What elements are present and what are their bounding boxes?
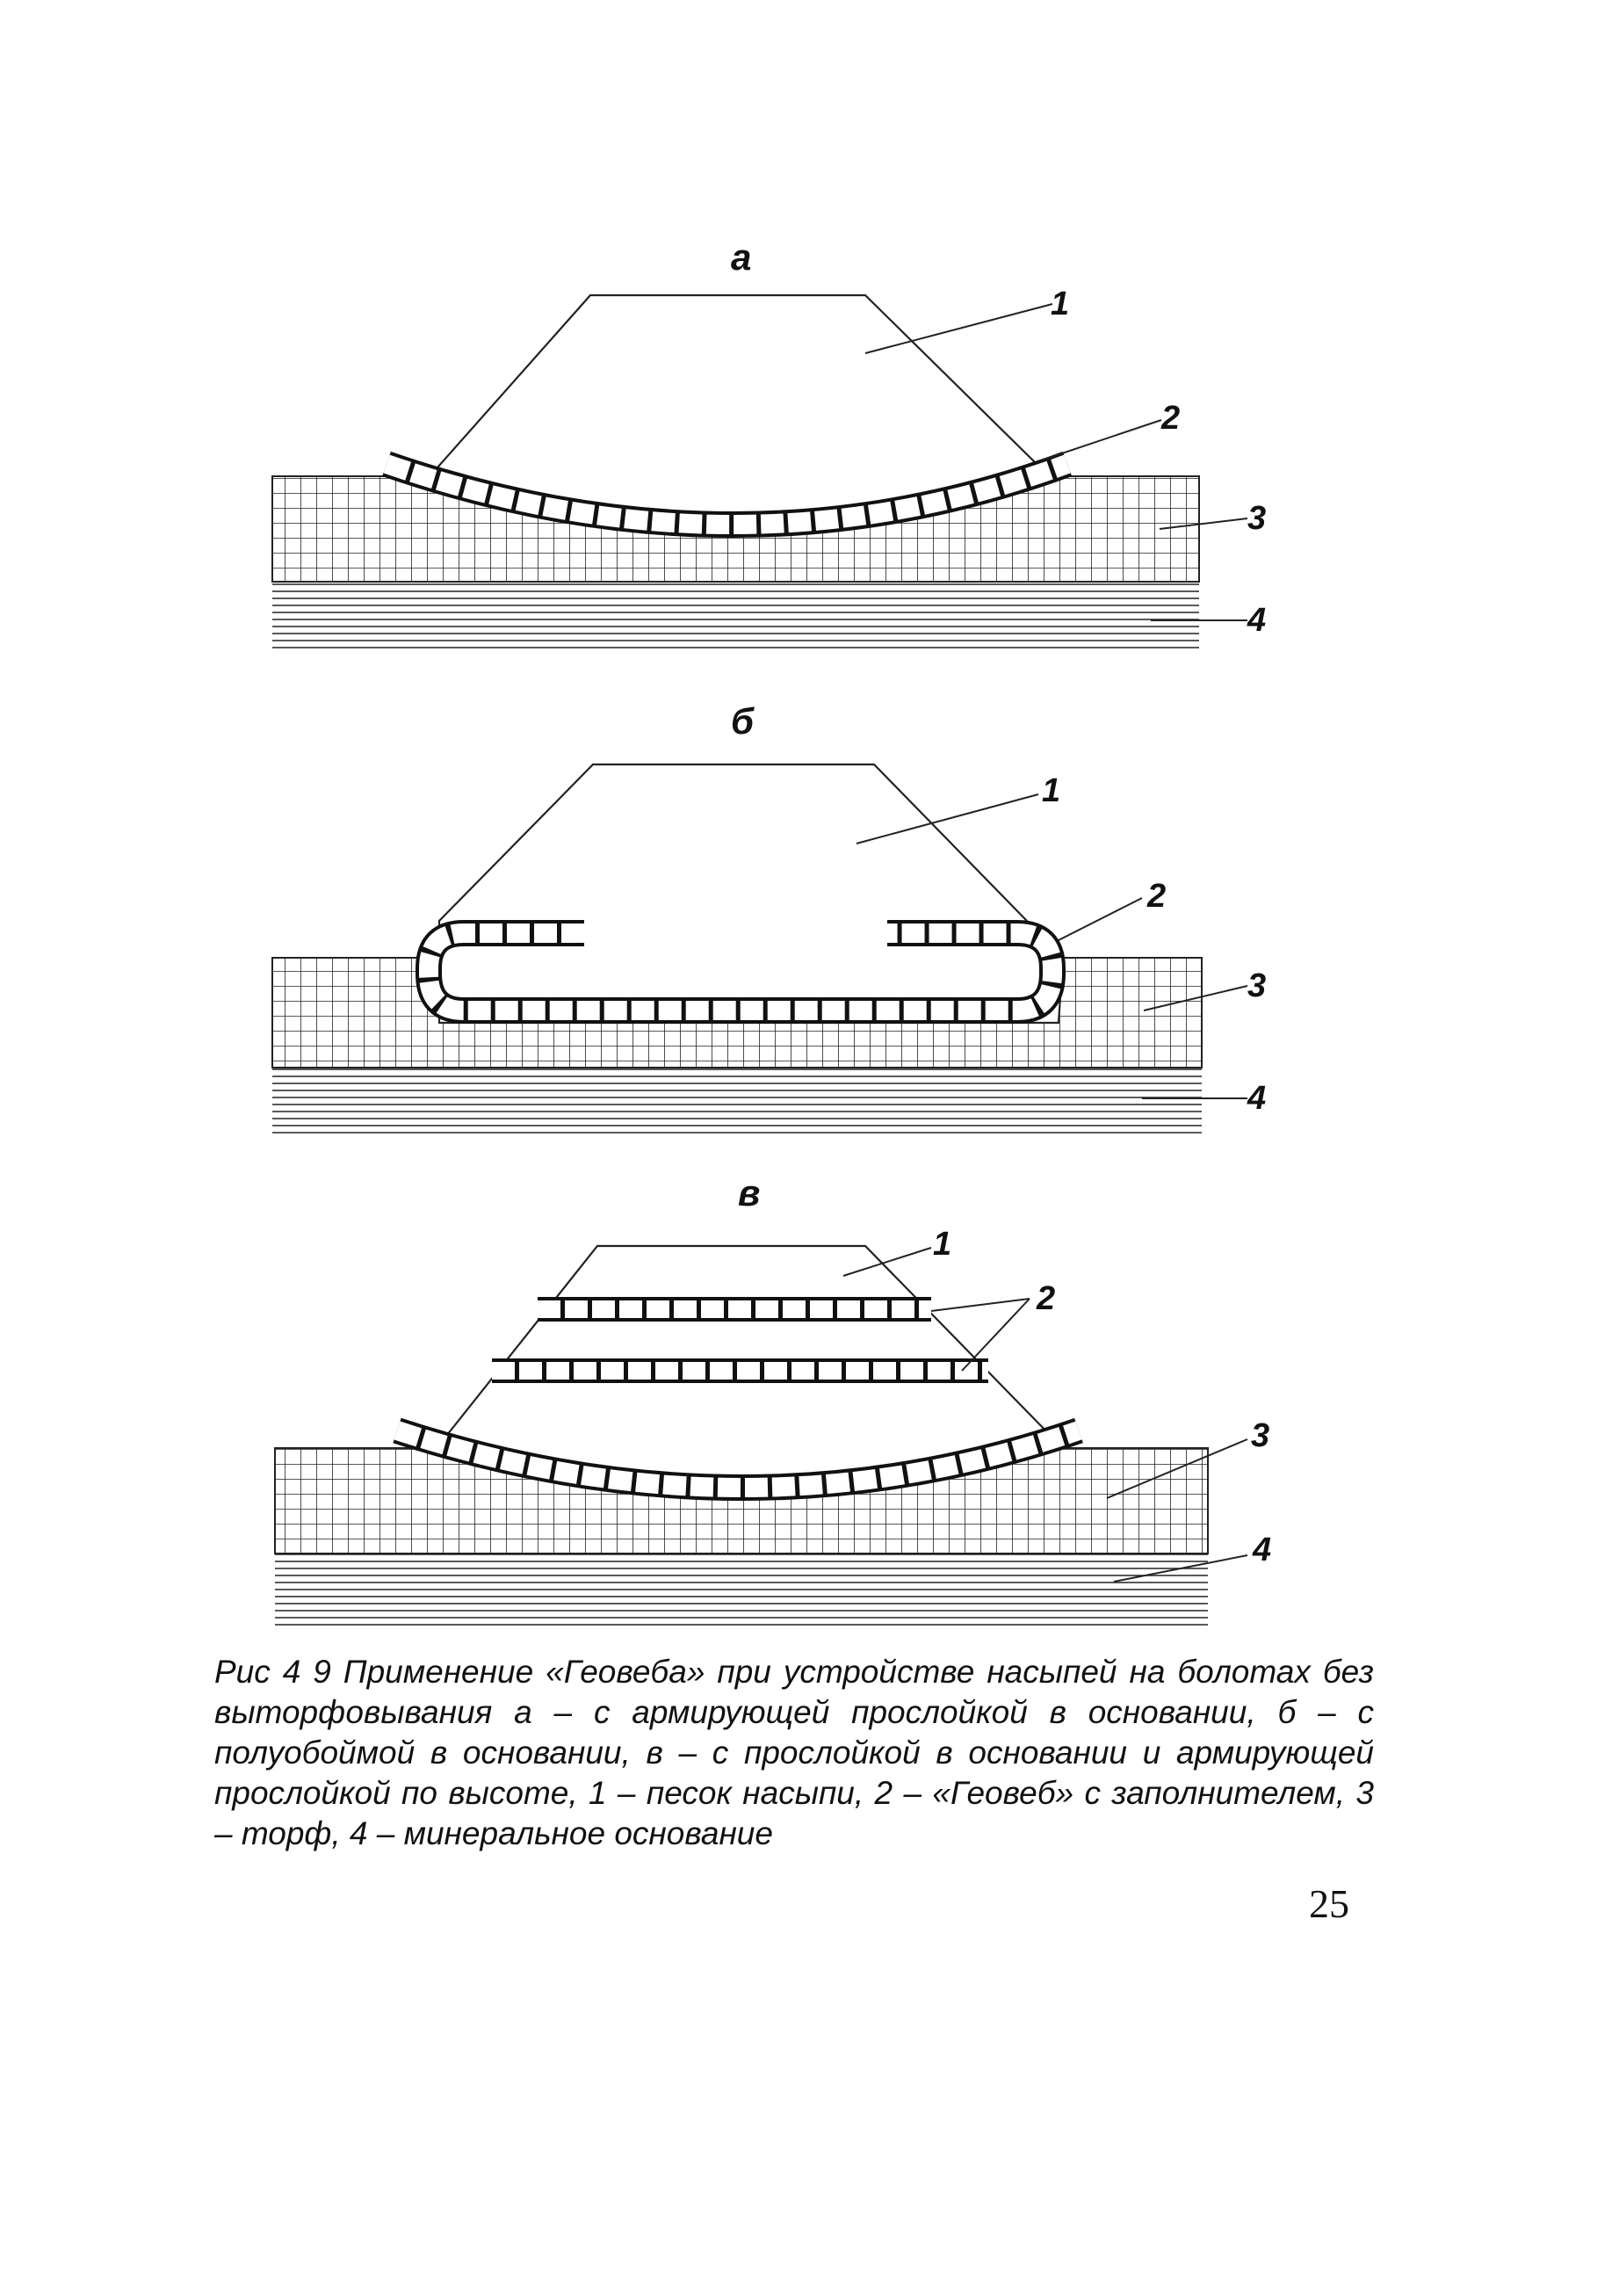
mineral-base — [275, 1554, 1208, 1626]
geoweb-layer — [382, 451, 1073, 538]
leader-4 — [1113, 1554, 1248, 1583]
page-number: 25 — [1309, 1881, 1349, 1926]
callout-3: 3 — [1247, 500, 1266, 537]
panel-label-c: в — [738, 1172, 760, 1213]
callout-4: 4 — [1252, 1532, 1271, 1568]
leader-1 — [864, 303, 1053, 354]
panel-c: в 1 2 3 4 — [274, 1172, 1271, 1626]
leader-2b — [961, 1298, 1030, 1372]
panel-a: а 1 2 3 4 — [271, 236, 1266, 648]
mineral-base — [272, 582, 1199, 648]
geoweb-cells — [394, 1421, 1082, 1497]
callout-1: 1 — [933, 1226, 951, 1263]
callout-4: 4 — [1247, 1080, 1266, 1117]
figure-caption: Рис 4 9 Применение «Геовеба» при устройс… — [214, 1654, 1374, 1851]
callout-3: 3 — [1251, 1417, 1269, 1454]
geoweb-cells — [419, 923, 1062, 1020]
callout-1: 1 — [1051, 286, 1069, 322]
callout-2: 2 — [1036, 1280, 1055, 1317]
callout-4: 4 — [1247, 602, 1266, 639]
panel-label-a: а — [731, 236, 751, 278]
leader-2a — [930, 1298, 1030, 1312]
leader-3 — [1159, 518, 1248, 530]
panel-b: б 1 2 3 4 — [271, 700, 1266, 1138]
callout-3: 3 — [1247, 967, 1266, 1004]
mineral-base — [272, 1068, 1202, 1138]
leader-3 — [1106, 1438, 1248, 1499]
callout-2: 2 — [1146, 878, 1166, 915]
leader-2 — [1058, 897, 1143, 941]
leader-3 — [1143, 985, 1248, 1011]
callout-2: 2 — [1160, 400, 1180, 437]
leader-1 — [856, 793, 1039, 844]
leader-2 — [1040, 419, 1162, 461]
leader-1 — [842, 1247, 932, 1277]
embankment-sand — [437, 763, 1065, 1025]
figure-embankments: а 1 2 3 4 б 1 2 3 4 в — [271, 236, 1271, 1626]
callout-1: 1 — [1042, 772, 1060, 809]
panel-label-b: б — [731, 700, 755, 742]
